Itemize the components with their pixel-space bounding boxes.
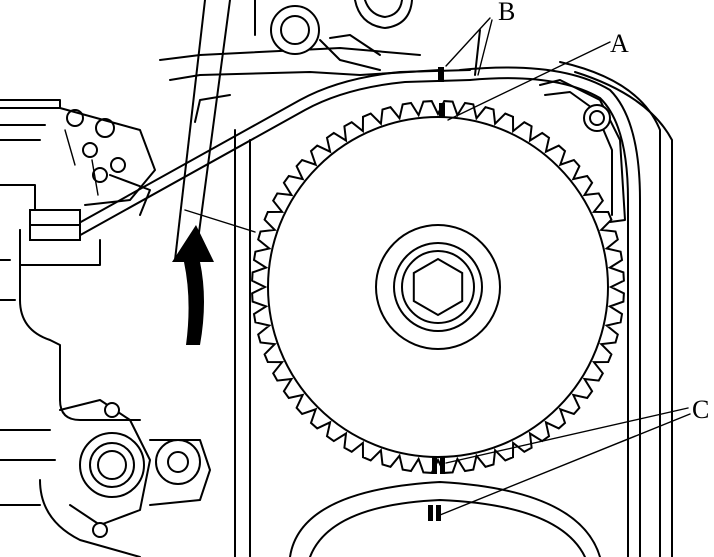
- pulley-mark-c-lower-2: [436, 505, 441, 521]
- leader-a-2: [184, 209, 256, 233]
- leader-c-2: [439, 413, 691, 516]
- right-housing: [459, 61, 673, 557]
- leader-c-1: [445, 407, 689, 464]
- callout-label-b: B: [498, 0, 515, 26]
- tensioner-assembly: [19, 107, 156, 266]
- leader-lines: [184, 17, 691, 516]
- upper-idler: [270, 0, 413, 55]
- lower-left-idler: [59, 399, 211, 538]
- timing-belt: [69, 69, 471, 239]
- pulley-mark-c-lower: [428, 505, 433, 521]
- sprocket-mark-c-upper: [432, 456, 437, 474]
- callout-label-c: C: [692, 395, 709, 424]
- crankshaft-pulley: [289, 481, 601, 557]
- callout-label-a: A: [610, 29, 629, 58]
- sprocket-mark-a: [439, 103, 445, 118]
- sprocket-mark-c-upper-2: [440, 456, 445, 474]
- leader-b-2: [477, 19, 493, 76]
- rotation-direction-arrow-icon: [172, 225, 214, 345]
- leader-b-1: [445, 17, 491, 67]
- belt-mark-b: [438, 67, 444, 82]
- camshaft-sprocket: [251, 100, 625, 474]
- timing-marks: [428, 67, 445, 521]
- leader-a: [447, 41, 611, 121]
